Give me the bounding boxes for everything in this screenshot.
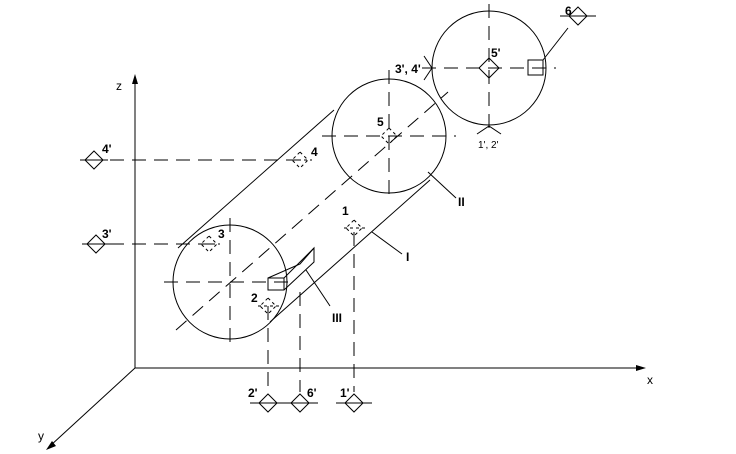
x-axis-label: x (647, 373, 653, 387)
label-I: I (406, 250, 409, 264)
hidden-marker-1 (345, 219, 363, 237)
text-labels: 4' 3' 3 4 1 2 5 5' 6 3', 4' 1', 2' 2' 6'… (102, 4, 572, 400)
projection-lines (110, 159, 355, 392)
circles (172, 10, 547, 340)
coordinate-axes: z x y (38, 74, 653, 450)
y-axis-arrow (46, 441, 56, 450)
hidden-marker-3 (200, 235, 218, 253)
cylinder-center-axis (175, 91, 449, 331)
marker-1prime (344, 393, 364, 413)
axis-markers (80, 6, 596, 413)
y-axis-label: y (38, 429, 44, 443)
cylinder-axis (175, 91, 449, 331)
cylinder-bottom-generator (269, 179, 431, 323)
marker-6prime (290, 393, 310, 413)
label-2prime: 2' (248, 386, 258, 400)
label-6prime: 6' (307, 386, 317, 400)
marker-2prime (258, 393, 278, 413)
arrow-12-left (476, 125, 490, 135)
prism-edge-2 (283, 247, 315, 279)
center-lines (164, 4, 556, 345)
label-5: 5 (377, 115, 384, 129)
leader-III (305, 269, 331, 307)
side-view-details (527, 27, 569, 76)
marker-5prime (478, 57, 500, 79)
hidden-markers (200, 127, 398, 315)
arrow-34-lower (423, 67, 433, 81)
prism-outline (267, 246, 315, 291)
x-axis-arrow (636, 365, 646, 371)
leader-I (371, 231, 403, 255)
label-5prime: 5' (491, 46, 501, 60)
z-axis-label: z (116, 79, 122, 93)
z-axis-arrow (132, 74, 138, 84)
marker-4prime (84, 150, 104, 170)
label-III: III (332, 311, 342, 325)
label-1prime: 1' (340, 386, 350, 400)
hidden-marker-5 (380, 127, 398, 145)
arrow-34-upper (423, 55, 433, 69)
side-view-arrows (423, 55, 502, 135)
prism-III (267, 246, 315, 291)
y-axis (49, 367, 136, 447)
side-view-square (527, 59, 544, 76)
label-3: 3 (218, 227, 225, 241)
hidden-marker-2 (259, 297, 277, 315)
leader-lines (305, 171, 457, 307)
label-4prime: 4' (102, 142, 112, 156)
label-12prime: 1', 2' (478, 140, 499, 151)
hidden-marker-4 (291, 151, 309, 169)
marker-6 (568, 6, 588, 26)
leader-6 (542, 27, 569, 61)
label-1: 1 (342, 204, 349, 218)
label-34prime: 3', 4' (395, 62, 421, 76)
label-6: 6 (565, 4, 572, 18)
marker-3prime (86, 234, 106, 254)
label-II: II (458, 195, 465, 209)
label-3prime: 3' (102, 227, 112, 241)
cylinder-top-generator (177, 109, 335, 249)
leader-II (427, 171, 457, 199)
label-4: 4 (311, 145, 318, 159)
cylinder-outline (177, 109, 431, 323)
label-2: 2 (251, 291, 258, 305)
arrow-12-right (488, 125, 502, 135)
